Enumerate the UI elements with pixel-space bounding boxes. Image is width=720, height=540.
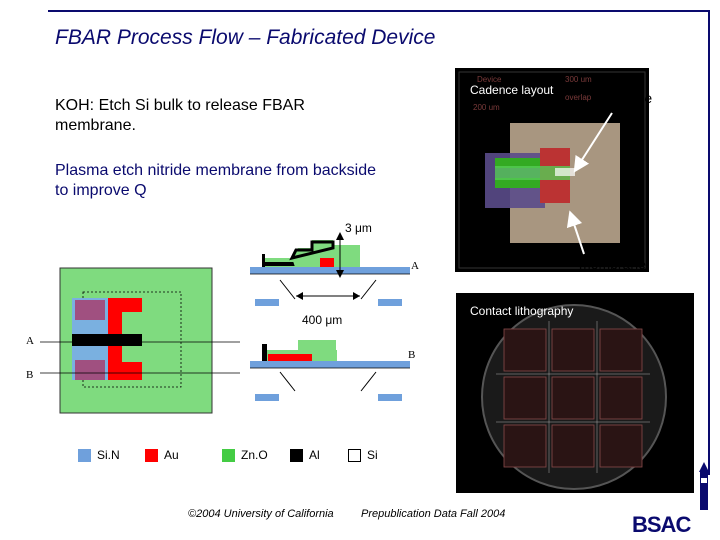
legend-swatch-sin [78,448,91,462]
campanile-icon [699,462,709,510]
legend-label-al: Al [309,448,320,462]
legend-label-zno: Zn.O [241,448,268,462]
legend-swatch-al [290,448,303,462]
legend-item-al: Al [290,448,348,462]
prepublication-text: Prepublication Data Fall 2004 [361,508,506,520]
legend-item-zno: Zn.O [222,448,290,462]
legend-swatch-au [145,448,158,462]
active-area-label: Active area [614,90,653,124]
bsac-logo: BSAC [632,512,691,537]
legend-label-si: Si [367,448,378,462]
section-a-label-left: A [26,335,34,347]
section-a-sin [250,267,410,274]
legend-label-au: Au [164,448,179,462]
section-b-label-left: B [26,369,34,381]
section-b-label-right: B [408,349,416,361]
litho-wafer-graphic [456,293,694,493]
svg-text:300 um: 300 um [565,75,592,84]
svg-text:Device: Device [477,75,502,84]
copyright-text: ©2004 University of California [188,508,334,520]
cadence-layout-image: Device 300 um overlap 200 um [455,68,649,272]
membrane-label: membrane [579,256,646,272]
cadence-layout-graphic: Device 300 um overlap 200 um [455,68,649,272]
frame-right-line [708,10,710,475]
cadence-layout-label: Cadence layout [470,83,554,97]
page-title: FBAR Process Flow – Fabricated Device [55,26,436,49]
dim-3um-label: 3 μm [345,221,372,235]
section-b-sin [250,361,410,368]
contact-lithography-image [456,293,694,493]
legend-label-sin: Si.N [97,448,120,462]
legend-item-si: Si [348,448,378,462]
membrane-arrow [566,210,585,255]
active-area-arrow [573,112,613,173]
plasma-text: Plasma etch nitride membrane from backsi… [55,162,377,199]
koh-text: KOH: Etch Si bulk to release FBAR membra… [55,97,305,134]
svg-text:overlap: overlap [565,93,592,102]
legend-item-sin: Si.N [78,448,145,462]
legend-swatch-zno [222,448,235,462]
svg-text:200 um: 200 um [473,103,500,112]
section-a-label-right: A [411,260,419,272]
dim-400um-label: 400 μm [302,313,343,327]
top-view-al [72,334,142,346]
contact-lithography-label: Contact lithography [470,304,574,318]
material-legend: Si.N Au Zn.O Al Si [78,448,378,462]
frame-top-line [48,10,710,12]
legend-swatch-si [348,448,361,462]
legend-item-au: Au [145,448,222,462]
